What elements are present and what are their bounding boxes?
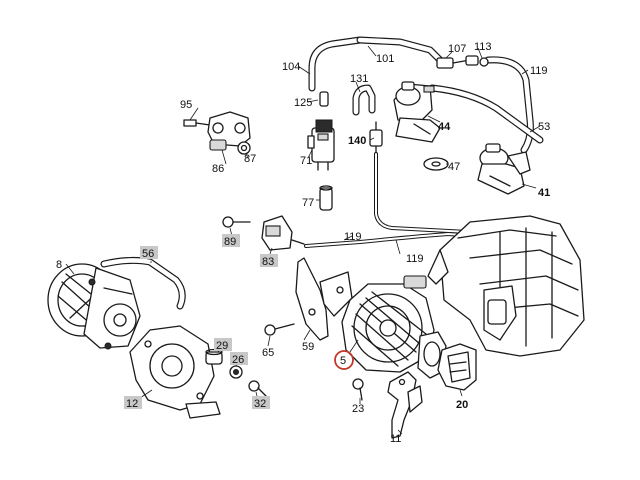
label-11: 11 [390, 433, 401, 445]
bolt-32 [248, 380, 267, 397]
label-12: 12 [126, 398, 138, 410]
label-119-lower: 119 [406, 253, 424, 265]
label-131: 131 [350, 73, 368, 85]
connector-107 [436, 55, 479, 69]
connector-125 [319, 91, 329, 107]
bolt-95 [183, 119, 211, 127]
label-86: 86 [212, 163, 224, 175]
label-71: 71 [300, 155, 312, 167]
hose-131 [352, 84, 376, 116]
leader-lines [65, 45, 541, 435]
bolt-23 [352, 378, 364, 401]
selected-part-ring[interactable] [334, 350, 354, 370]
air-pump-5 [341, 275, 447, 379]
hose-104 [308, 36, 364, 92]
label-65: 65 [262, 347, 274, 359]
highlight-29 [214, 338, 232, 351]
label-101: 101 [376, 53, 394, 65]
label-44: 44 [438, 121, 451, 133]
label-83: 83 [262, 256, 274, 268]
hose-56 [100, 256, 186, 310]
label-125: 125 [294, 97, 312, 109]
bolt-65 [264, 323, 295, 336]
label-95: 95 [180, 99, 192, 111]
label-87: 87 [244, 153, 256, 165]
label-107: 107 [448, 43, 466, 55]
bolt-89 [222, 216, 251, 228]
label-119-middle: 119 [344, 231, 362, 243]
label-29: 29 [216, 340, 228, 352]
intake-manifold [427, 215, 585, 357]
switchover-valve-71 [307, 119, 335, 171]
highlight-12 [124, 396, 142, 409]
label-56: 56 [142, 248, 154, 260]
highlight-83 [260, 254, 278, 267]
check-valve-140 [369, 121, 383, 155]
label-59: 59 [302, 341, 314, 353]
sleeve-77 [319, 185, 333, 211]
label-77: 77 [302, 197, 314, 209]
label-8: 8 [56, 259, 62, 271]
hose-101 [356, 36, 444, 64]
label-41: 41 [538, 187, 550, 199]
highlight-56 [140, 246, 158, 259]
label-23: 23 [352, 403, 364, 415]
label-47: 47 [448, 161, 460, 173]
label-104: 104 [282, 61, 300, 73]
ring-87 [237, 141, 251, 155]
label-26: 26 [232, 354, 244, 366]
highlight-89 [222, 234, 240, 247]
bracket-11 [387, 371, 423, 439]
label-113: 113 [474, 41, 492, 53]
gasket-47 [423, 157, 449, 171]
highlight-32 [252, 396, 270, 409]
hose-53 [428, 84, 544, 144]
air-pump-assembly-8 [47, 263, 141, 350]
vacuum-valve-41 [477, 143, 531, 195]
connector-20 [437, 343, 477, 391]
label-140: 140 [348, 135, 366, 147]
sensor-83 [261, 215, 305, 251]
part-labels: 104 101 107 113 119 131 95 125 53 44 140… [56, 41, 550, 445]
label-119-top: 119 [530, 65, 548, 77]
nut-26 [229, 365, 243, 379]
bracket-59 [295, 257, 353, 341]
label-53: 53 [538, 121, 550, 133]
pump-bracket-12 [129, 325, 221, 419]
hose-119-top [484, 56, 534, 154]
label-5[interactable]: 5 [340, 355, 346, 367]
label-89: 89 [224, 236, 236, 248]
highlight-26 [230, 352, 248, 365]
clip-113 [479, 57, 489, 67]
vacuum-valve-44 [393, 81, 441, 143]
label-32: 32 [254, 398, 266, 410]
label-20: 20 [456, 399, 468, 411]
